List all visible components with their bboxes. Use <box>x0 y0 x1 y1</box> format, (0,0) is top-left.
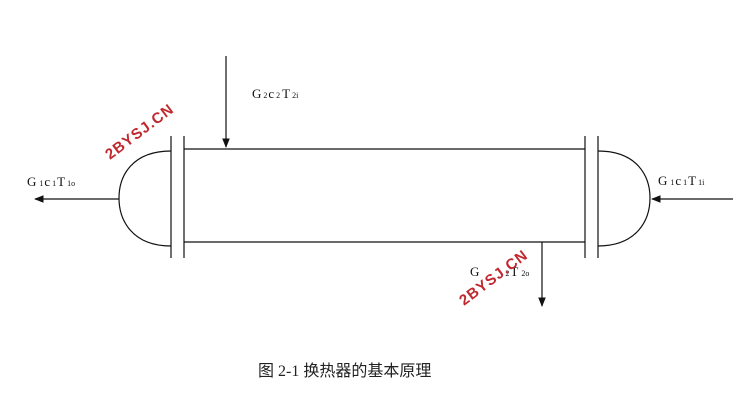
watermark-top: 2BYSJ.CN <box>102 101 177 164</box>
right-flange <box>584 136 599 258</box>
right-head <box>597 150 651 247</box>
figure-caption: 图 2-1 换热器的基本原理 <box>258 362 431 380</box>
shell-body <box>184 148 585 243</box>
left-flange <box>170 136 185 258</box>
left-head <box>118 150 172 247</box>
watermark-bottom: 2BYSJ.CN <box>456 247 531 310</box>
